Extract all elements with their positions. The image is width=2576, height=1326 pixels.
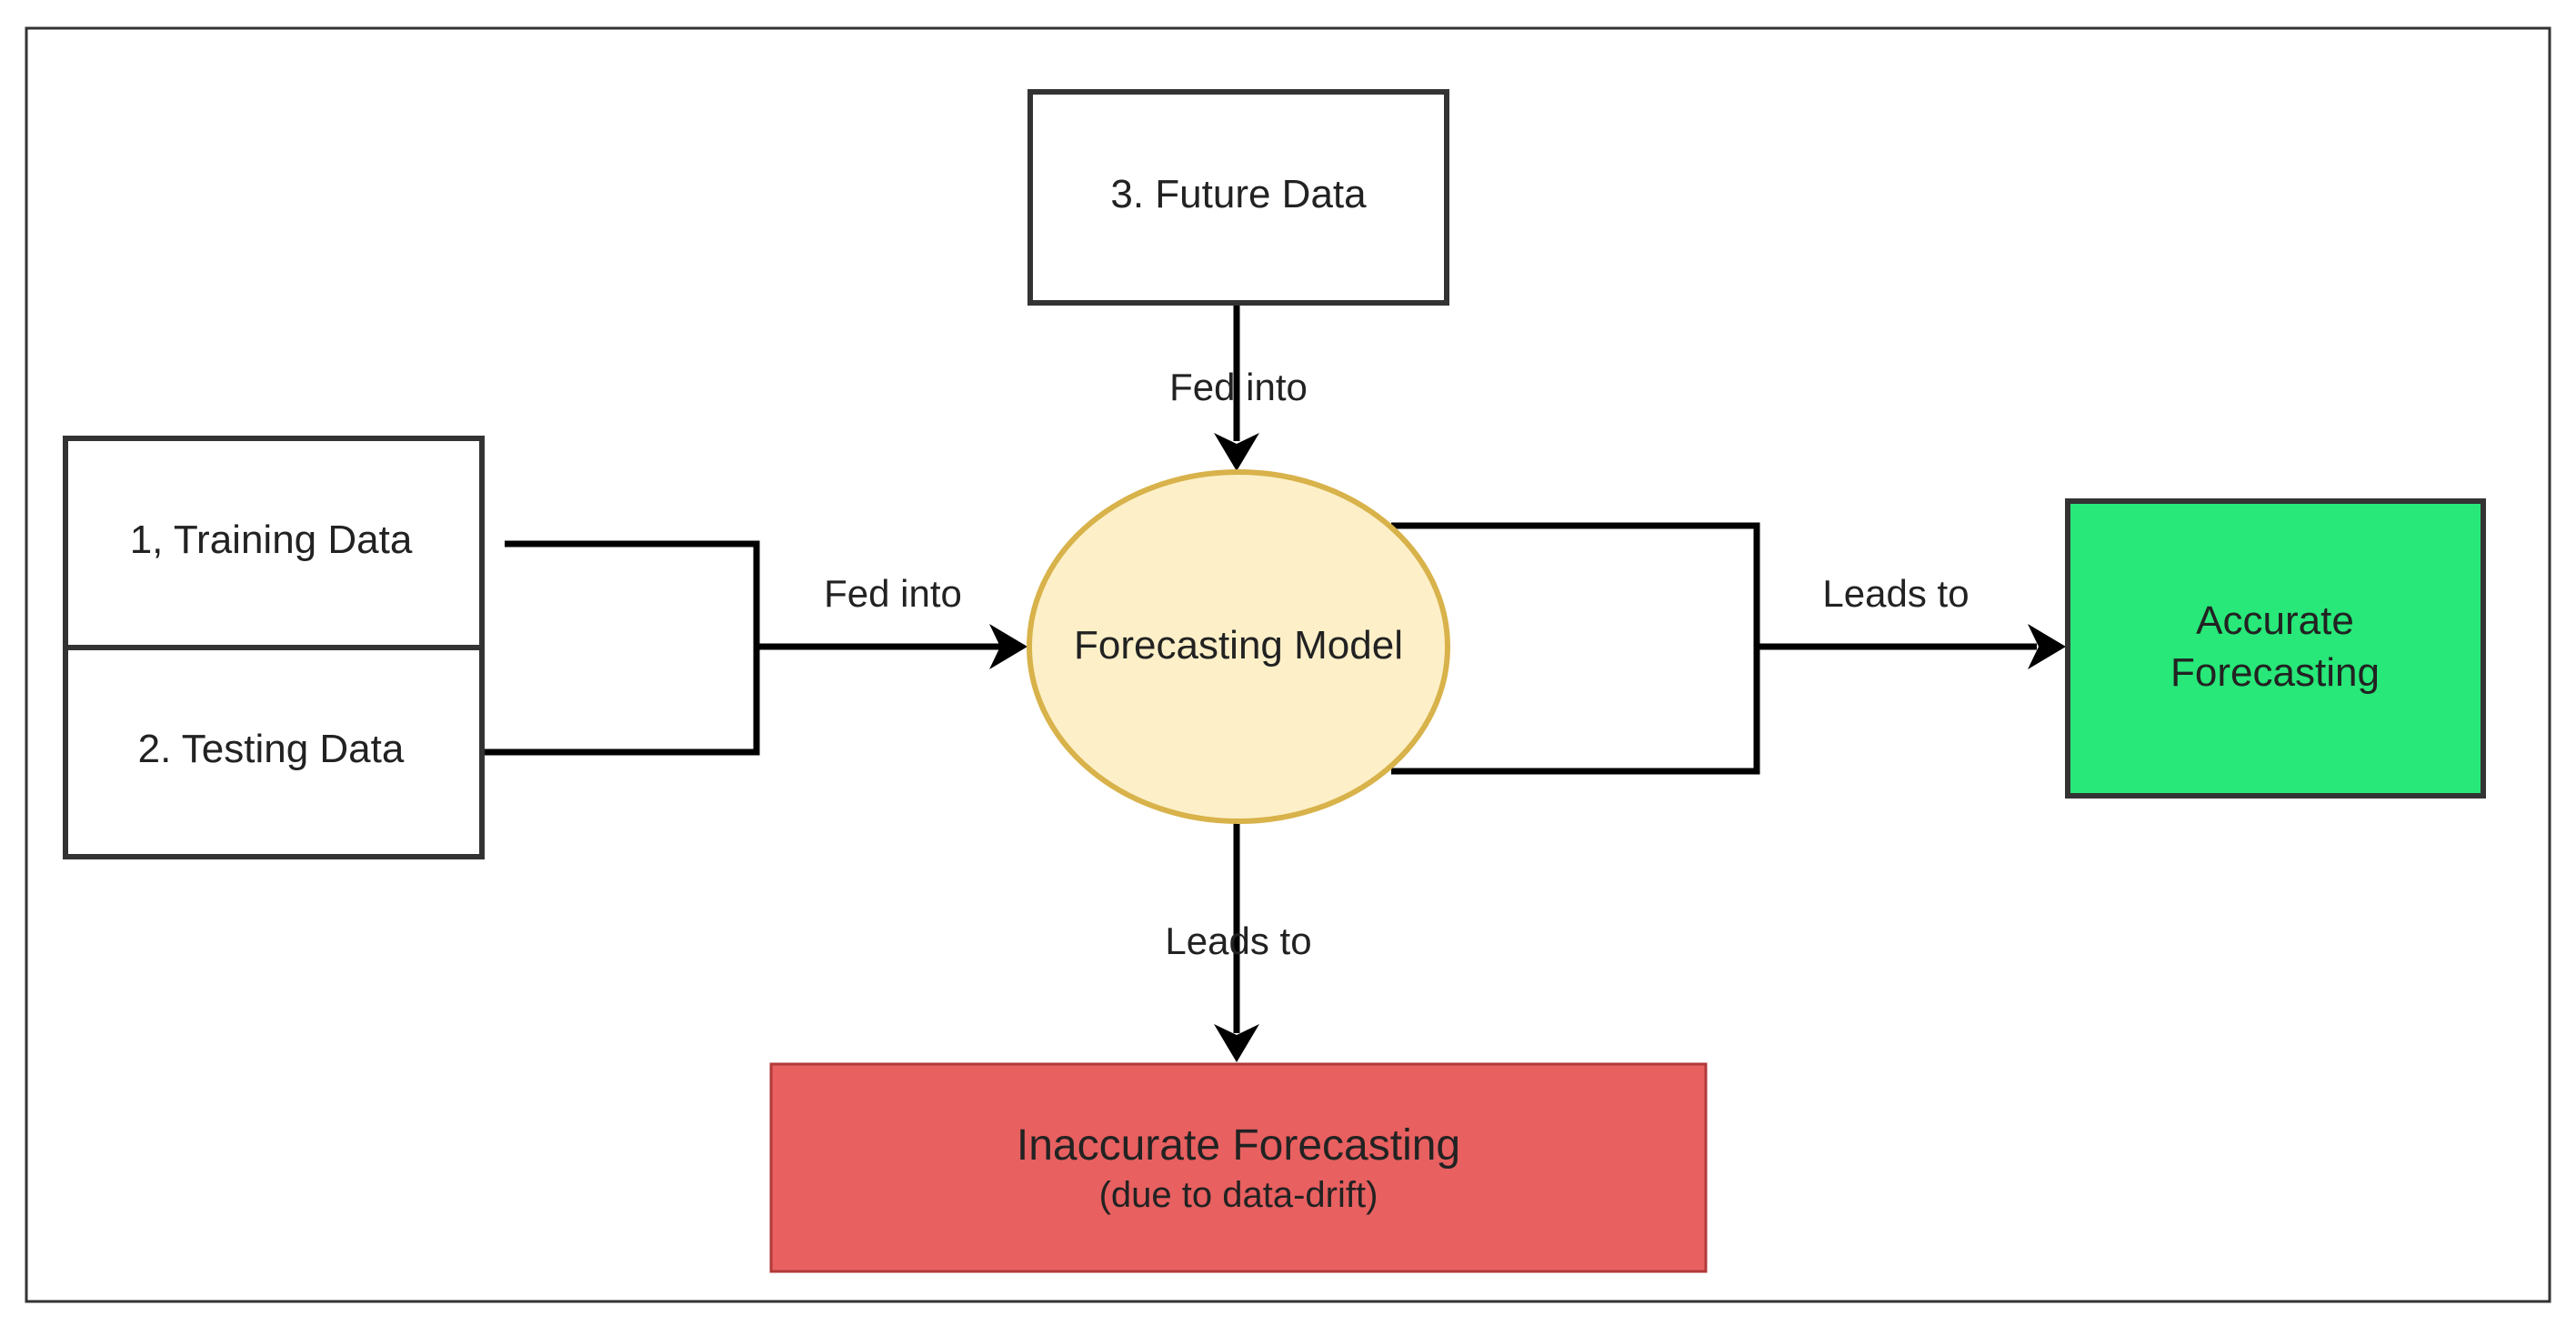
inaccurate-forecasting-label-line2: (due to data-drift): [1099, 1175, 1378, 1215]
forecasting-model-node: [1027, 469, 1450, 824]
model-to-accurate-arrowhead: [2028, 624, 2066, 669]
training-connector: [505, 540, 760, 647]
future-data-box: [1027, 89, 1449, 306]
future-to-model-edge-label: Fed into: [1169, 366, 1308, 408]
training-data-label: 1, Training Data: [130, 517, 413, 562]
model-top-connector: [1391, 522, 1760, 647]
model-to-accurate-edge-label: Leads to: [1822, 572, 1969, 615]
testing-data-label: 2. Testing Data: [138, 727, 405, 771]
testing-connector: [482, 647, 760, 756]
inputs-to-model-arrowhead: [989, 624, 1027, 669]
accurate-forecasting-box: [2065, 498, 2486, 799]
model-to-inaccurate-arrowhead: [1214, 1024, 1259, 1062]
testing-data-box: [63, 645, 485, 859]
future-data-label: 3. Future Data: [1110, 172, 1367, 216]
forecasting-model-label: Forecasting Model: [1074, 623, 1403, 668]
inaccurate-forecasting-label-line1: Inaccurate Forecasting: [1017, 1121, 1460, 1170]
model-bottom-connector: [1391, 647, 1760, 775]
accurate-forecasting-label-line2: Forecasting: [2170, 650, 2380, 695]
model-to-inaccurate-edge-label: Leads to: [1165, 919, 1311, 962]
accurate-forecasting-label-line1: Accurate: [2196, 598, 2354, 643]
future-to-model-arrowhead: [1214, 433, 1259, 471]
inaccurate-forecasting-box: [769, 1062, 1708, 1273]
inputs-to-model-edge-label: Fed into: [824, 572, 962, 615]
